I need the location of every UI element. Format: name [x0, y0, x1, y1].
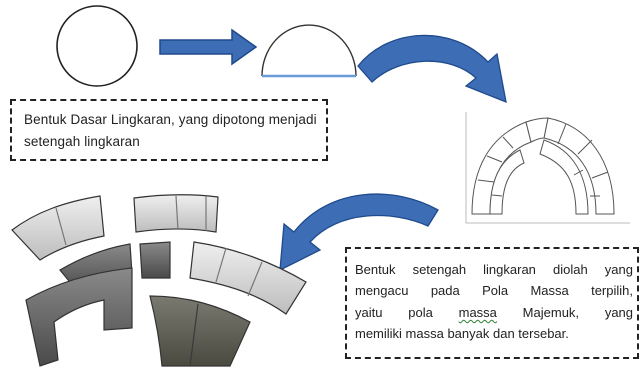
caption-line: memiliki massa banyak dan tersebar. — [355, 326, 569, 342]
curved-arrow-down-left — [279, 193, 439, 272]
caption-line: Bentuk Dasar Lingkaran, yang dipotong me… — [24, 112, 317, 127]
caption-step-1: Bentuk Dasar Lingkaran, yang dipotong me… — [10, 99, 328, 161]
mass-block — [25, 267, 133, 367]
curved-arrow-down-right — [357, 34, 507, 104]
right-arrow — [159, 28, 258, 66]
mass-block — [139, 241, 171, 279]
caption-line: setengah lingkaran — [24, 133, 140, 149]
mass-block — [133, 194, 219, 233]
caption-line: mengacu pada Pola Massa terpilih, — [355, 283, 633, 299]
mass-block — [11, 195, 105, 261]
caption-step-2: Bentuk setengah lingkaran diolah yang me… — [345, 247, 639, 359]
caption-line-with-underline: yaitu pola massa Majemuk, yang — [355, 304, 634, 320]
underlined-word: massa — [458, 304, 497, 320]
mass-block — [149, 295, 251, 367]
caption-line: Bentuk setengah lingkaran diolah yang — [355, 262, 633, 277]
semicircle-shape — [261, 24, 357, 77]
arch-mass-blocks — [11, 194, 307, 367]
circle-shape — [56, 5, 138, 87]
mass-block — [189, 241, 307, 315]
arch-outline — [465, 112, 630, 224]
